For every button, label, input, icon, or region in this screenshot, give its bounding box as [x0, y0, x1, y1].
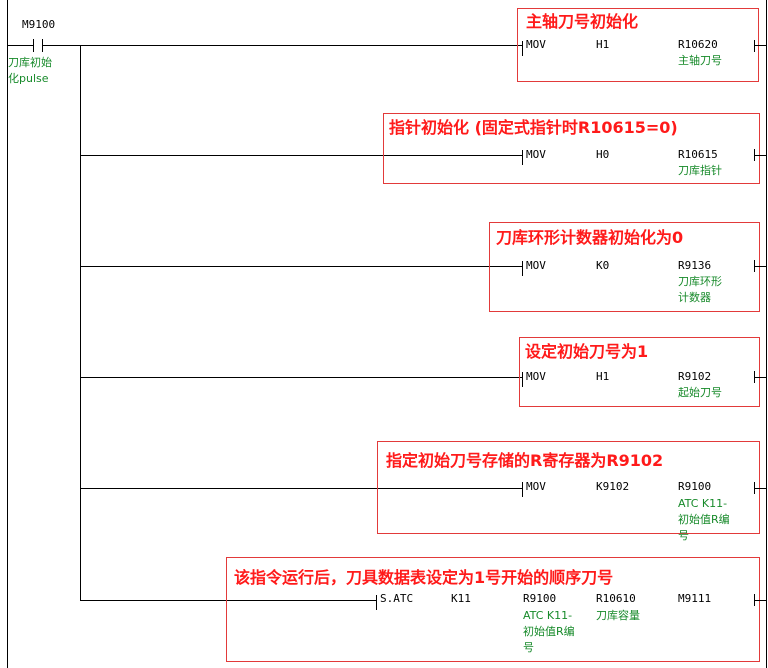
instruction-mnemonic[interactable]: MOV: [526, 370, 546, 383]
dest-comment: 起始刀号: [678, 386, 722, 399]
operand-2: R9100: [523, 592, 557, 605]
annotation-text: 指针初始化 (固定式指针时R10615=0): [389, 118, 678, 137]
source-operand: H1: [596, 370, 610, 383]
output-wire: [755, 45, 766, 46]
dest-operand: R9100: [678, 480, 712, 493]
dest-comment-line1: ATC K11-: [678, 497, 728, 510]
rung-wire: [80, 488, 522, 489]
source-operand: H0: [596, 148, 610, 161]
instruction-bracket-left: [522, 372, 523, 387]
dest-operand: R9102: [678, 370, 712, 383]
instruction-mnemonic[interactable]: S.ATC: [380, 592, 414, 605]
rung-wire: [80, 600, 376, 601]
right-power-rail: [766, 0, 767, 668]
dest-comment-line2: 初始值R编: [678, 513, 730, 526]
annotation-box: [226, 557, 760, 662]
dest-comment: 刀库指针: [678, 164, 722, 177]
instruction-bracket-right: [754, 482, 755, 494]
dest-comment-line2: 计数器: [678, 291, 711, 304]
instruction-mnemonic[interactable]: MOV: [526, 148, 546, 161]
operand-1: K11: [451, 592, 471, 605]
annotation-box: [519, 337, 760, 407]
contact-comment-line2: 化pulse: [8, 72, 49, 85]
instruction-bracket-left: [522, 261, 523, 276]
output-wire: [755, 600, 766, 601]
instruction-bracket-right: [754, 260, 755, 272]
annotation-text: 该指令运行后，刀具数据表设定为1号开始的顺序刀号: [234, 568, 614, 587]
annotation-box: [377, 441, 760, 534]
contact-wire-left: [7, 45, 33, 46]
source-operand: K9102: [596, 480, 630, 493]
operand-2-comment-line2: 初始值R编: [523, 625, 575, 638]
instruction-bracket-right: [754, 371, 755, 383]
rung-wire: [80, 266, 522, 267]
output-wire: [755, 488, 766, 489]
instruction-bracket-left: [522, 482, 523, 497]
output-wire: [755, 155, 766, 156]
branch-bus: [80, 45, 81, 601]
contact-device-label: M9100: [22, 18, 56, 31]
instruction-mnemonic[interactable]: MOV: [526, 38, 546, 51]
instruction-bracket-left: [522, 150, 523, 165]
dest-comment-line3: 号: [678, 529, 689, 542]
annotation-box: [489, 222, 760, 312]
rung-wire: [80, 155, 522, 156]
annotation-text: 主轴刀号初始化: [526, 12, 639, 31]
dest-comment: 主轴刀号: [678, 54, 722, 67]
left-power-rail: [7, 0, 8, 668]
operand-2-comment-line1: ATC K11-: [523, 609, 573, 622]
annotation-text: 设定初始刀号为1: [525, 342, 649, 361]
operand-4: M9111: [678, 592, 712, 605]
instruction-bracket-left: [522, 41, 523, 56]
source-operand: H1: [596, 38, 610, 51]
dest-operand: R9136: [678, 259, 712, 272]
contact-bar-left[interactable]: [33, 39, 34, 52]
dest-comment-line1: 刀库环形: [678, 275, 722, 288]
annotation-text: 指定初始刀号存储的R寄存器为R9102: [386, 451, 664, 470]
annotation-text: 刀库环形计数器初始化为0: [496, 228, 684, 247]
instruction-bracket-right: [754, 149, 755, 161]
operand-3: R10610: [596, 592, 636, 605]
dest-operand: R10620: [678, 38, 718, 51]
instruction-bracket-right: [754, 594, 755, 606]
output-wire: [755, 377, 766, 378]
source-operand: K0: [596, 259, 610, 272]
instruction-mnemonic[interactable]: MOV: [526, 259, 546, 272]
dest-operand: R10615: [678, 148, 718, 161]
contact-comment-line1: 刀库初始: [8, 56, 52, 69]
operand-3-comment: 刀库容量: [596, 609, 640, 622]
operand-2-comment-line3: 号: [523, 641, 534, 654]
instruction-bracket-right: [754, 40, 755, 52]
contact-wire-right: [42, 45, 522, 46]
instruction-mnemonic[interactable]: MOV: [526, 480, 546, 493]
annotation-box: [383, 113, 760, 184]
output-wire: [755, 266, 766, 267]
rung-wire: [80, 377, 522, 378]
instruction-bracket-left: [376, 595, 377, 610]
